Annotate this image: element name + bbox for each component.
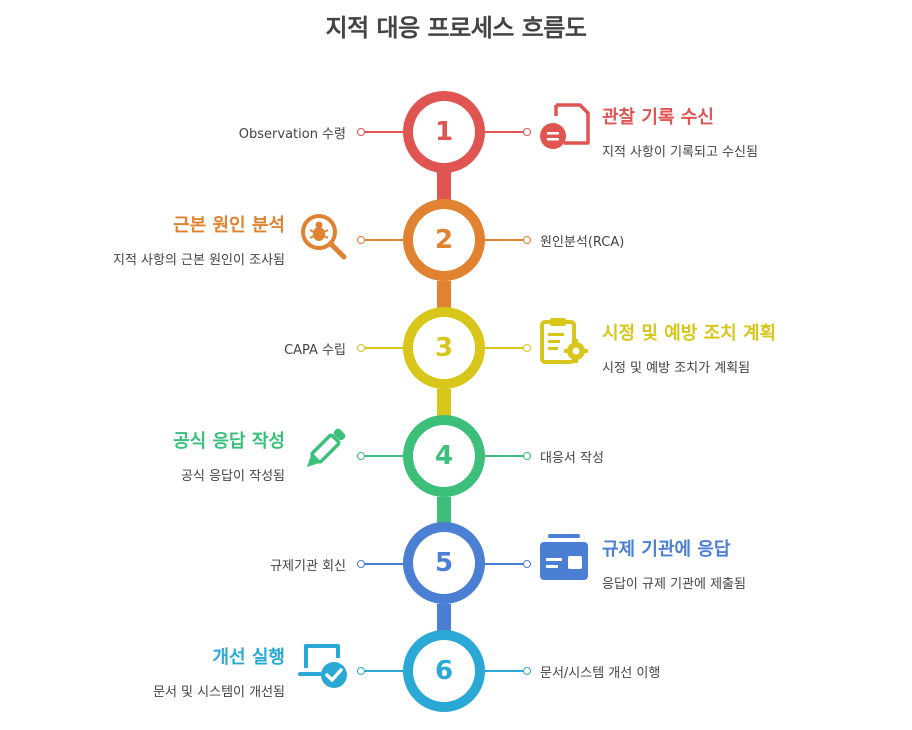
step-5-right-connector [485, 560, 531, 568]
spine-segment-3-4 [437, 389, 451, 416]
step-5-node: 5 [403, 522, 485, 604]
step-1-description: 지적 사항이 기록되고 수신됨 [602, 145, 758, 160]
step-4-number: 4 [413, 425, 475, 487]
step-4-side-label: 대응서 작성 [540, 451, 604, 466]
step-5-side-label: 규제기관 회신 [270, 559, 346, 574]
step-1-heading: 관찰 기록 수신 [602, 107, 714, 128]
bug-search-icon [298, 211, 350, 265]
step-5-description: 응답이 규제 기관에 제출됨 [602, 577, 746, 592]
step-2-number: 2 [413, 209, 475, 271]
step-1-right-connector [485, 128, 531, 136]
step-4-left-connector [357, 452, 403, 460]
step-6-heading: 개선 실행 [212, 647, 285, 668]
step-2-right-connector [485, 236, 531, 244]
step-6-left-connector [357, 667, 403, 675]
step-3-left-connector [357, 344, 403, 352]
spine-segment-4-5 [437, 497, 451, 523]
clipboard-gear-icon [538, 316, 590, 370]
step-3-number: 3 [413, 317, 475, 379]
step-4-description: 공식 응답이 작성됨 [181, 469, 285, 484]
step-4-right-connector [485, 452, 531, 460]
step-6-number: 6 [413, 640, 475, 702]
step-2-side-label: 원인분석(RCA) [540, 235, 625, 250]
step-2-node: 2 [403, 199, 485, 281]
document-icon [538, 102, 590, 156]
step-6-node: 6 [403, 630, 485, 712]
step-6-right-connector [485, 667, 531, 675]
step-2-left-connector [357, 236, 403, 244]
spine-segment-5-6 [437, 604, 451, 631]
spine-segment-1-2 [437, 172, 451, 200]
step-3-heading: 시정 및 예방 조치 계획 [602, 323, 777, 344]
laptop-check-icon [298, 640, 350, 696]
step-3-node: 3 [403, 307, 485, 389]
id-card-icon [538, 532, 590, 586]
step-4-node: 4 [403, 415, 485, 497]
step-3-side-label: CAPA 수립 [284, 343, 346, 358]
step-1-left-connector [357, 128, 403, 136]
step-6-side-label: 문서/시스템 개선 이행 [540, 666, 661, 681]
step-6-description: 문서 및 시스템이 개선됨 [153, 685, 285, 700]
step-1-side-label: Observation 수령 [238, 127, 346, 142]
step-5-left-connector [357, 560, 403, 568]
step-5-heading: 규제 기관에 응답 [602, 539, 731, 560]
step-2-description: 지적 사항의 근본 원인이 조사됨 [112, 253, 285, 268]
spine-segment-2-3 [437, 281, 451, 308]
pen-icon [298, 424, 350, 480]
step-2-heading: 근본 원인 분석 [173, 215, 285, 236]
step-3-description: 시정 및 예방 조치가 계획됨 [602, 361, 751, 376]
step-1-node: 1 [403, 91, 485, 173]
step-3-right-connector [485, 344, 531, 352]
step-5-number: 5 [413, 532, 475, 594]
page-title: 지적 대응 프로세스 흐름도 [325, 14, 587, 42]
step-4-heading: 공식 응답 작성 [173, 431, 285, 452]
step-1-number: 1 [413, 101, 475, 163]
